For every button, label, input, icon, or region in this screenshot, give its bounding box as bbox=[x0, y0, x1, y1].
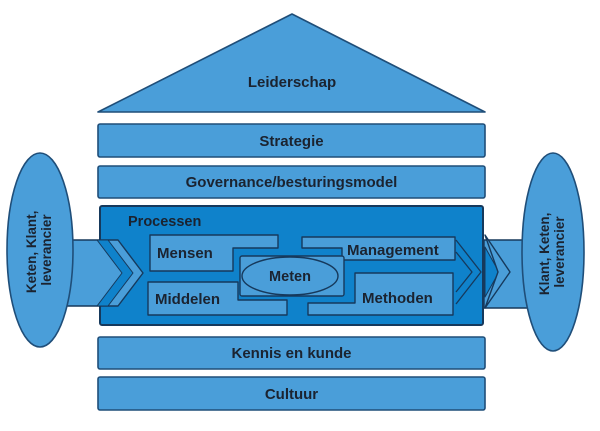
box-middelen bbox=[147, 281, 288, 316]
flow-arrow-right bbox=[484, 234, 511, 309]
bar-governance-label: Governance/besturingsmodel bbox=[186, 174, 398, 191]
bar-cultuur bbox=[97, 376, 486, 411]
flow-chevron-left bbox=[96, 239, 134, 307]
box-mensen-label: Mensen bbox=[157, 245, 213, 262]
flow-chevron-right-inner bbox=[455, 251, 473, 293]
bar-strategie bbox=[97, 123, 486, 158]
left-ellipse bbox=[6, 152, 74, 348]
meten-ellipse bbox=[241, 256, 339, 296]
bar-strategie-label: Strategie bbox=[259, 133, 323, 150]
box-methoden bbox=[307, 272, 454, 316]
right-ellipse-line1: Klant, Keten, bbox=[537, 213, 552, 296]
bar-kennis-label: Kennis en kunde bbox=[231, 345, 351, 362]
box-management-label: Management bbox=[347, 242, 439, 259]
right-ellipse-line2: leverancier bbox=[552, 216, 567, 288]
meten-label: Meten bbox=[269, 269, 311, 285]
process-box-label: Processen bbox=[128, 214, 201, 230]
roof-label: Leiderschap bbox=[248, 74, 336, 91]
roof-triangle bbox=[97, 13, 486, 113]
box-mensen bbox=[149, 234, 279, 272]
right-ellipse bbox=[521, 152, 585, 352]
box-methoden-label: Methoden bbox=[362, 290, 433, 307]
left-ellipse-line2: leverancier bbox=[39, 214, 54, 286]
bar-cultuur-label: Cultuur bbox=[265, 386, 318, 403]
right-ellipse-label: Klant, Keten, leverancier bbox=[537, 209, 567, 295]
left-ellipse-label: Keten, Klant, leverancier bbox=[24, 207, 54, 293]
bar-governance bbox=[97, 165, 486, 199]
left-ellipse-line1: Keten, Klant, bbox=[24, 211, 39, 294]
box-middelen-label: Middelen bbox=[155, 291, 220, 308]
flow-arrow-notch-right bbox=[484, 246, 500, 298]
flow-chevron-right-outer bbox=[455, 239, 482, 305]
bar-kennis bbox=[97, 336, 486, 370]
